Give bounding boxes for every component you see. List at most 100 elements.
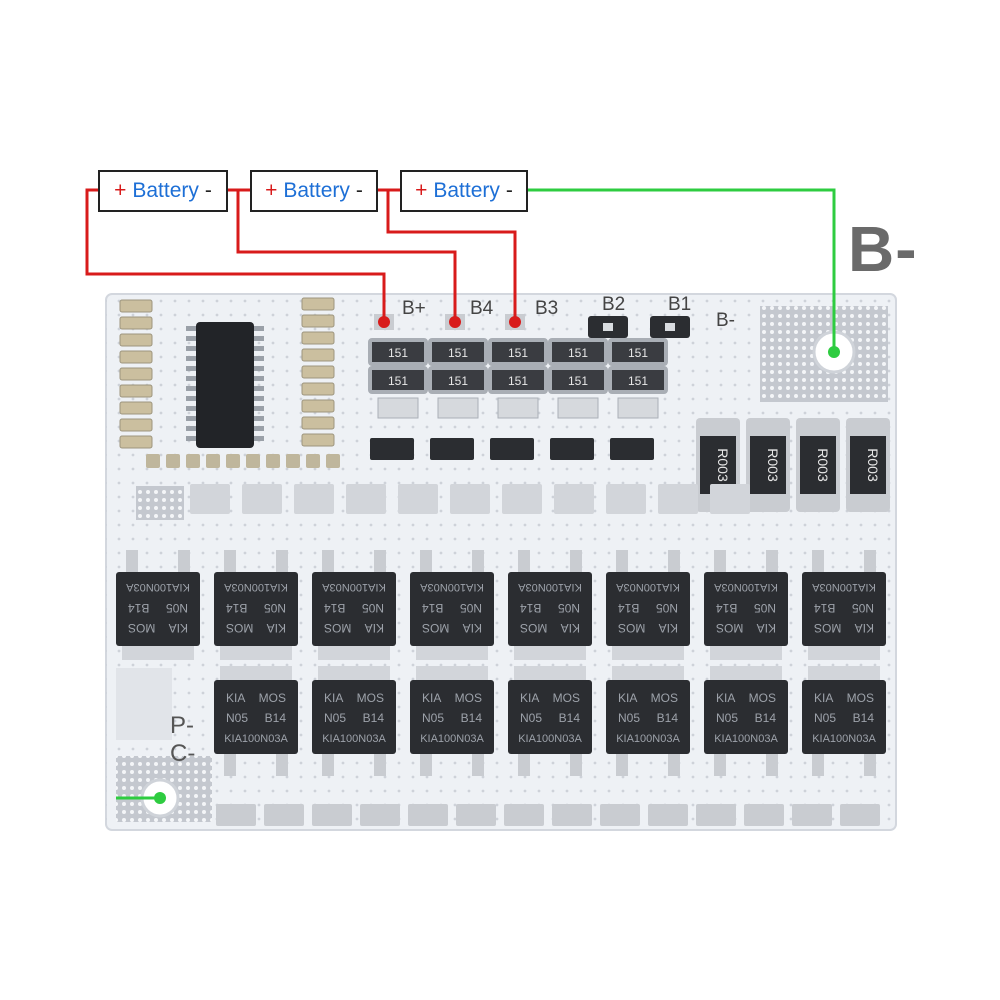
ic-pin: [186, 336, 196, 341]
mosfet-lead: [322, 550, 334, 572]
mosfet-marking: KIA100N03A: [322, 581, 386, 593]
mosfet-marking: B14: [363, 711, 385, 725]
mosfet-tab: [416, 646, 488, 660]
smd-component: [301, 331, 335, 345]
balance-transistor: [430, 438, 474, 460]
mosfet-lead: [714, 550, 726, 572]
battery-name: Battery: [132, 179, 199, 202]
mosfet-marking: MOS: [226, 621, 253, 635]
mosfet-marking: KIA: [267, 621, 286, 635]
mosfet-body: [410, 680, 494, 754]
smd-component: [301, 348, 335, 362]
mosfet-marking: KIA100N03A: [126, 581, 190, 593]
resistor-151: [428, 366, 488, 394]
bottom-pad: [504, 804, 544, 826]
resistor-151: [428, 338, 488, 366]
mosfet-body: [802, 680, 886, 754]
resistor-151: [548, 366, 608, 394]
ic-pin: [186, 416, 196, 421]
mosfet-marking: N05: [264, 601, 286, 615]
smd-component: [301, 297, 335, 311]
battery-minus-sign: -: [204, 179, 212, 202]
mosfet-lead: [224, 754, 236, 776]
ic-pin: [254, 406, 264, 411]
sense-dot-b-plus: [378, 316, 390, 328]
mosfet-marking: KIA100N03A: [812, 733, 876, 745]
mosfet-marking: B14: [520, 601, 542, 615]
smd-component: [119, 435, 153, 449]
silk-b3: B3: [535, 298, 559, 319]
mosfet-marking: B14: [559, 711, 581, 725]
battery-name: Battery: [433, 179, 500, 202]
mosfet-marking: KIA: [659, 621, 678, 635]
mosfet-lead: [472, 550, 484, 572]
mosfet-body: [508, 680, 592, 754]
mosfet-marking: N05: [422, 711, 444, 725]
battery-label-3: + Battery -: [400, 170, 528, 212]
mosfet-tab: [122, 646, 194, 660]
mosfet-lead: [178, 550, 190, 572]
mosfet-marking: B14: [422, 601, 444, 615]
mosfet-tab: [612, 646, 684, 660]
mosfet-marking: B14: [618, 601, 640, 615]
ic-pin: [186, 366, 196, 371]
resistor-151: [368, 338, 428, 366]
bottom-pad: [648, 804, 688, 826]
mosfet-tab: [808, 666, 880, 680]
mosfet-body: [606, 680, 690, 754]
mosfet-marking: MOS: [847, 691, 874, 705]
flat-pad-left: [116, 668, 172, 740]
wire-battery3-minus-to-b-minus: [526, 188, 836, 352]
mosfet-marking: KIA100N03A: [518, 581, 582, 593]
mid-pad: [398, 484, 438, 514]
mosfet-tab: [514, 646, 586, 660]
mosfet-marking: N05: [520, 711, 542, 725]
mid-pad: [606, 484, 646, 514]
mosfet-tab: [514, 666, 586, 680]
battery-wiring: [85, 188, 836, 800]
mosfet-marking: KIA: [814, 691, 833, 705]
balance-transistor: [490, 438, 534, 460]
balance-component: [557, 397, 599, 419]
mosfet-marking: KIA100N03A: [322, 733, 386, 745]
ic-pin: [254, 376, 264, 381]
mosfet-lead: [812, 550, 824, 572]
smd-component: [301, 382, 335, 396]
smd-component: [246, 454, 260, 468]
bottom-pad: [264, 804, 304, 826]
mosfet-marking: N05: [460, 601, 482, 615]
smd-component: [301, 433, 335, 447]
smd-component: [119, 299, 153, 313]
mosfet-body: [704, 680, 788, 754]
resistor-151: [488, 366, 548, 394]
mosfet-marking: MOS: [520, 621, 547, 635]
smd-component: [119, 384, 153, 398]
mosfet-marking: MOS: [259, 691, 286, 705]
mosfet-body: [312, 680, 396, 754]
mosfet-marking: MOS: [422, 621, 449, 635]
ic-pin: [254, 336, 264, 341]
mosfet-marking: MOS: [618, 621, 645, 635]
silk-b-plus: B+: [402, 298, 426, 319]
silk-b4: B4: [470, 298, 494, 319]
smd-component: [119, 333, 153, 347]
mosfet-body: [312, 572, 396, 646]
balance-transistor: [370, 438, 414, 460]
mosfet-body: [802, 572, 886, 646]
mosfet-marking: KIA: [561, 621, 580, 635]
mosfet-lead: [518, 550, 530, 572]
ic-pin: [254, 366, 264, 371]
battery-name: Battery: [283, 179, 350, 202]
mosfet-marking: N05: [558, 601, 580, 615]
mosfet-marking: B14: [755, 711, 777, 725]
shunt-code-label: R003: [815, 448, 831, 482]
resistor-code-label: 151: [628, 346, 648, 360]
mosfet-tab: [318, 646, 390, 660]
mosfet-marking: MOS: [553, 691, 580, 705]
mosfet-marking: KIA: [520, 691, 539, 705]
mid-pad: [554, 484, 594, 514]
mid-pad: [658, 484, 698, 514]
